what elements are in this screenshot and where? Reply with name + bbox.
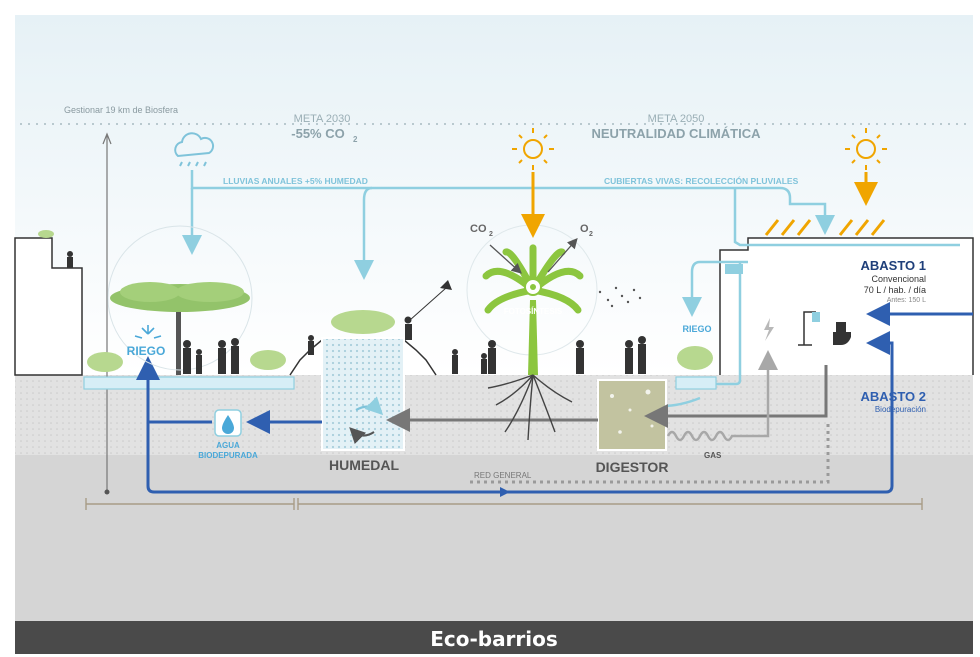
abasto-1-line3: Antes: 150 L [887, 297, 926, 304]
sun-icon [845, 128, 887, 170]
gas-coil [666, 350, 778, 442]
red-general-line [470, 420, 830, 484]
park-tree-icon [110, 282, 250, 375]
cloud-icon [174, 132, 215, 167]
palm-tree-icon [482, 244, 584, 375]
roots [487, 374, 573, 441]
riego-left-label: RIEGO [127, 344, 166, 358]
abasto-1-title: ABASTO 1 [861, 258, 927, 273]
toilet-icon [833, 322, 851, 345]
meta-2050-value: NEUTRALIDAD CLIMÁTICA [592, 126, 762, 141]
riego-pipe-left [83, 376, 295, 390]
rain-flow-label: LLUVIAS ANUALES +5% HUMEDAD [223, 176, 368, 186]
meta-2030-label: META 2030 [294, 113, 351, 125]
meta-2030-value: -55% CO [291, 126, 344, 141]
digestor-label: DIGESTOR [596, 459, 669, 475]
gas-label: GAS [704, 451, 722, 460]
birds [598, 286, 642, 308]
co2-subscript: 2 [489, 231, 493, 238]
co2-label: CO [470, 223, 487, 235]
roof-flow-label: CUBIERTAS VIVAS: RECOLECCIÓN PLUVIALES [604, 175, 799, 186]
bushes [38, 230, 713, 372]
o2-label: O [580, 223, 589, 235]
red-general-label: RED GENERAL [474, 471, 532, 480]
wastewater-flows [386, 365, 828, 432]
lightning-icon [764, 318, 774, 341]
abasto-1-line2: 70 L / hab. / día [864, 285, 926, 295]
solar-panels [764, 219, 886, 236]
abasto-1-line1: Convencional [871, 274, 926, 284]
measurement-bars [85, 498, 923, 510]
biodepurada-label: BIODEPURADA [198, 451, 258, 460]
abasto-2-line1: Biodepuración [875, 405, 926, 414]
humedal-tank [321, 337, 405, 451]
rainwater-flows [182, 170, 960, 418]
shower-icon [798, 311, 820, 346]
o2-subscript: 2 [589, 231, 593, 238]
humedal-label: HUMEDAL [329, 457, 399, 473]
meta-2050-label: META 2050 [648, 113, 705, 125]
kite-icon [409, 280, 452, 321]
roof-collector [725, 264, 743, 274]
right-building [719, 237, 974, 375]
agua-label: AGUA [216, 441, 240, 450]
biosphere-label: Gestionar 19 km de Biosfera [64, 105, 178, 115]
sun-icon [512, 128, 554, 170]
riego-right-label: RIEGO [682, 324, 711, 334]
photosynthesis-label: FOTOSÍNTESIS [504, 307, 563, 316]
sprinkler-icon [134, 325, 162, 339]
footer-title: Eco-barrios [15, 621, 973, 654]
abasto-2-title: ABASTO 2 [861, 389, 927, 404]
left-building [14, 237, 83, 376]
riego-pipe-right [675, 376, 717, 390]
tree-halo [107, 225, 253, 371]
people [67, 251, 646, 374]
biodepuration-flows [136, 302, 973, 494]
meta-2030-subscript: 2 [353, 135, 358, 144]
